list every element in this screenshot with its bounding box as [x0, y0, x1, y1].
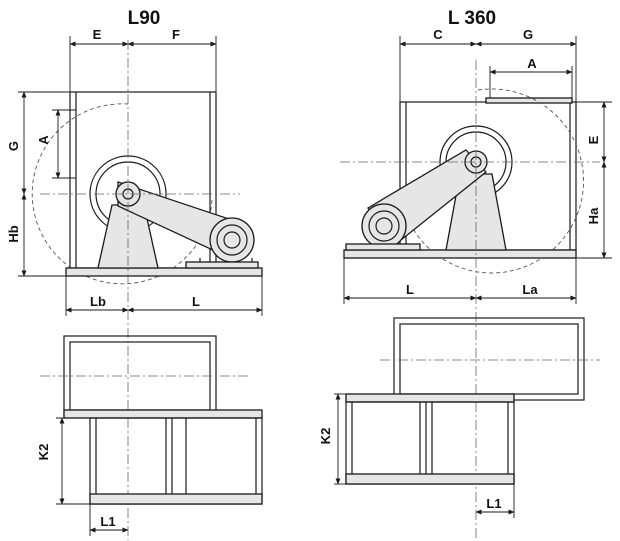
l360-plan-base-frame — [345, 401, 515, 485]
l360-motor-rail — [345, 243, 421, 251]
l360-label-e: E — [586, 135, 601, 144]
l360-dimensions — [343, 36, 612, 304]
l90-title: L90 — [128, 8, 161, 29]
l90-motor-rail — [185, 261, 259, 269]
l90-label-l1: L1 — [100, 514, 115, 529]
l360-label-la: La — [522, 282, 538, 297]
l90-base-frame — [65, 267, 263, 277]
l360-label-ha: Ha — [586, 207, 601, 224]
l90-plan-view — [40, 335, 263, 536]
l360-label-k2: K2 — [318, 428, 333, 445]
l90-label-f: F — [172, 27, 180, 42]
l360-label-a: A — [527, 56, 537, 71]
l90-dimensions — [18, 36, 263, 316]
l90-scroll-outline — [31, 103, 213, 285]
l360-label-l1: L1 — [486, 496, 501, 511]
l360-elevation-view — [340, 60, 600, 540]
l360-label-l: L — [406, 282, 414, 297]
l360-title: L 360 — [448, 8, 496, 29]
l90-elevation-view — [31, 40, 263, 540]
l90-label-lb: Lb — [90, 294, 106, 309]
l360-label-g: G — [523, 27, 533, 42]
l360-outlet-flange — [485, 97, 573, 104]
l360-base-frame — [343, 249, 577, 259]
l360-label-c: C — [433, 27, 443, 42]
l90-plan-base-frame — [89, 417, 263, 505]
l90-label-e: E — [93, 27, 102, 42]
l90-label-g: G — [6, 141, 21, 151]
l90-label-k2: K2 — [36, 444, 51, 461]
l90-label-l: L — [192, 294, 200, 309]
l360-plan-top-housing — [393, 317, 585, 401]
l90-label-hb: Hb — [6, 225, 21, 242]
l360-scroll-outline — [399, 88, 585, 274]
l90-label-a: A — [36, 135, 51, 145]
l360-plan-view — [334, 317, 600, 518]
